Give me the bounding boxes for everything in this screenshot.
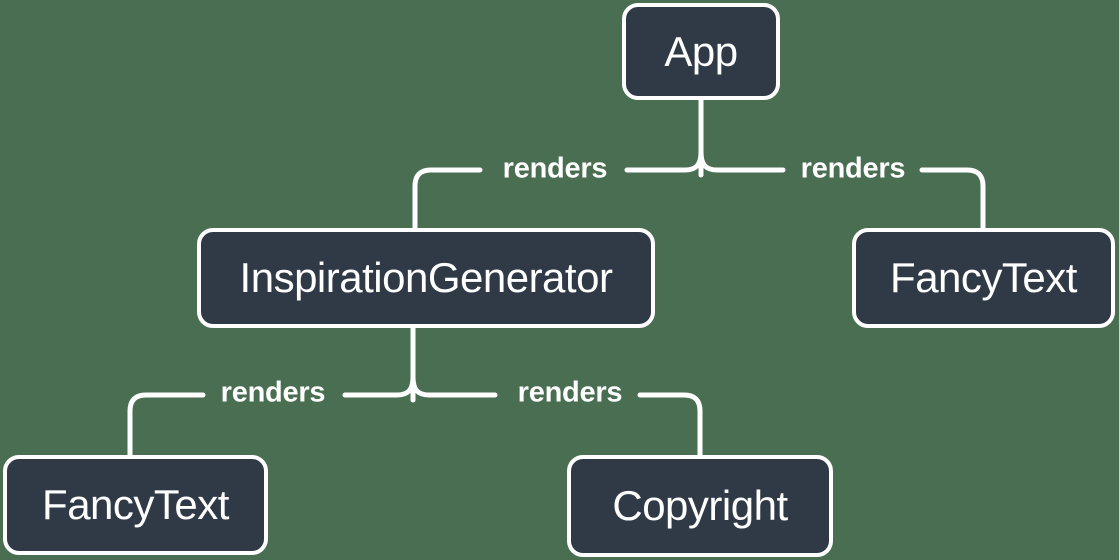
node-copyright-label: Copyright [612,482,788,529]
edge-app-to-inspirationgenerator [412,167,483,235]
edge-label-renders-app-fancytext: renders [800,152,906,185]
node-inspiration-generator: InspirationGenerator [197,228,655,328]
node-fancy-text-right: FancyText [852,228,1115,328]
node-fancy-text-right-label: FancyText [890,254,1077,301]
node-inspiration-generator-label: InspirationGenerator [239,254,613,301]
edge-ig-left-flare [342,374,416,398]
edge-ig-to-fancytext [127,392,206,462]
node-app: App [622,3,780,100]
node-fancy-text-left-label: FancyText [42,481,229,528]
edge-label-renders-ig-copyright: renders [517,376,623,409]
node-fancy-text-left: FancyText [3,455,268,555]
edge-app-left-flare [624,149,704,173]
node-app-label: App [664,27,738,75]
node-copyright: Copyright [567,455,833,557]
edge-app-right-flare [698,149,786,173]
edge-label-renders-ig-fancytext: renders [220,376,326,409]
edge-app-to-fancytext [919,167,986,235]
edge-ig-right-flare [410,374,498,398]
edge-ig-to-copyright [637,392,703,462]
edge-label-renders-app-ig: renders [502,152,608,185]
